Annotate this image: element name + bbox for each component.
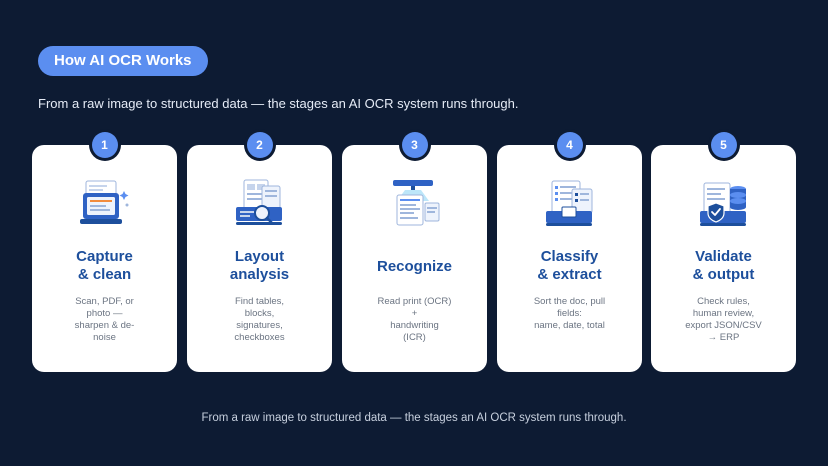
page-subtitle: From a raw image to structured data — th… xyxy=(38,96,519,111)
step-title: Capture & clean xyxy=(76,248,133,283)
step-title: Recognize xyxy=(376,258,452,275)
step-number-badge: 2 xyxy=(246,132,273,158)
step-number-badge: 4 xyxy=(556,132,583,158)
layout-magnifier-icon xyxy=(232,177,288,229)
step-description: Find tables, blocks, signatures, checkbo… xyxy=(234,296,285,343)
step-description: Check rules, human review, export JSON/C… xyxy=(685,296,762,343)
step-description: Sort the doc, pull fields: name, date, t… xyxy=(533,296,606,331)
step-card-classify: 4 Classify & extract xyxy=(497,132,642,372)
step-card-recognize: 3 Recognize Read print (OCR) + xyxy=(342,132,487,372)
step-number-badge: 1 xyxy=(91,132,118,158)
step-card-capture: 1 Capture & clean Scan, PDF, or photo xyxy=(32,132,177,372)
step-card-layout: 2 Layout analysis xyxy=(187,132,332,372)
step-description: Read print (OCR) + handwriting (ICR) xyxy=(377,296,452,343)
shield-database-icon xyxy=(696,177,752,229)
step-title: Validate & output xyxy=(692,248,755,283)
scanner-icon xyxy=(77,177,133,229)
document-scan-icon xyxy=(387,177,443,229)
step-description: Scan, PDF, or photo — sharpen & de- nois… xyxy=(74,296,135,343)
page-title: How AI OCR Works xyxy=(38,46,208,76)
footer-caption: From a raw image to structured data — th… xyxy=(201,412,627,424)
step-number-badge: 3 xyxy=(401,132,428,158)
step-card-validate: 5 Validate & output Check xyxy=(651,132,796,372)
step-title: Layout analysis xyxy=(229,248,290,283)
step-number-badge: 5 xyxy=(710,132,737,158)
document-fields-icon xyxy=(542,177,598,229)
steps-row: 1 Capture & clean Scan, PDF, or photo xyxy=(32,132,796,372)
step-title: Classify & extract xyxy=(537,248,602,283)
